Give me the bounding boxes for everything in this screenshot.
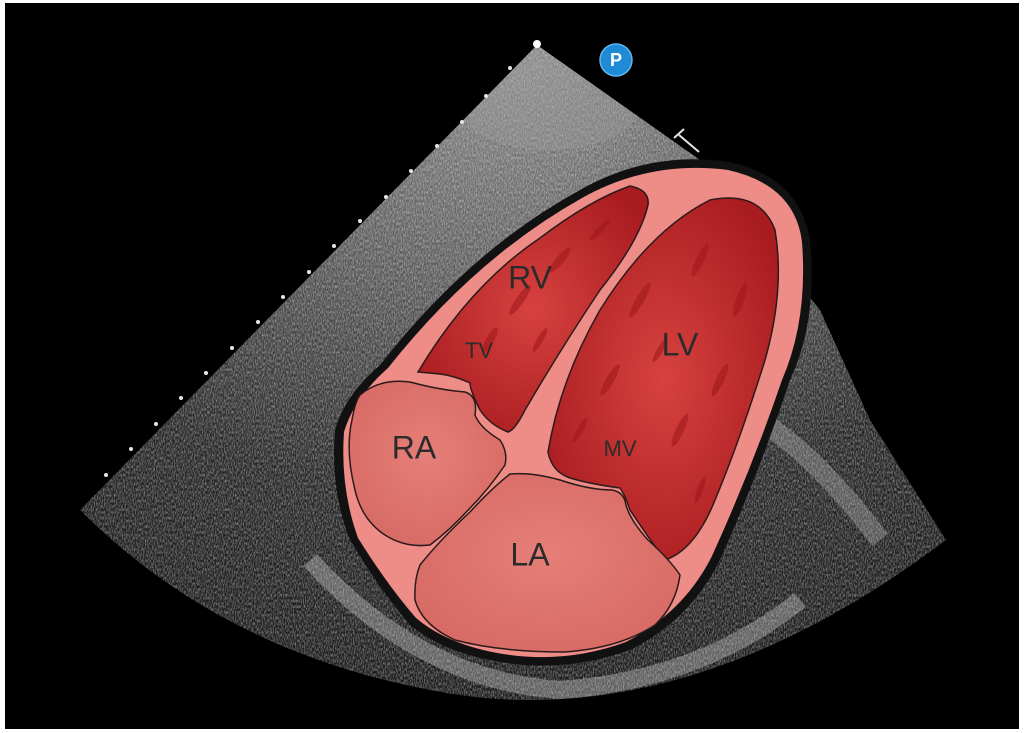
apex-dot: [533, 40, 541, 48]
label-tv: TV: [465, 338, 493, 363]
orientation-marker-icon: P: [600, 44, 632, 76]
marker-letter: P: [610, 50, 622, 70]
label-ra: RA: [392, 429, 437, 465]
label-la: LA: [510, 536, 550, 572]
label-mv: MV: [604, 436, 637, 461]
label-lv: LV: [662, 326, 699, 362]
label-rv: RV: [508, 259, 553, 295]
